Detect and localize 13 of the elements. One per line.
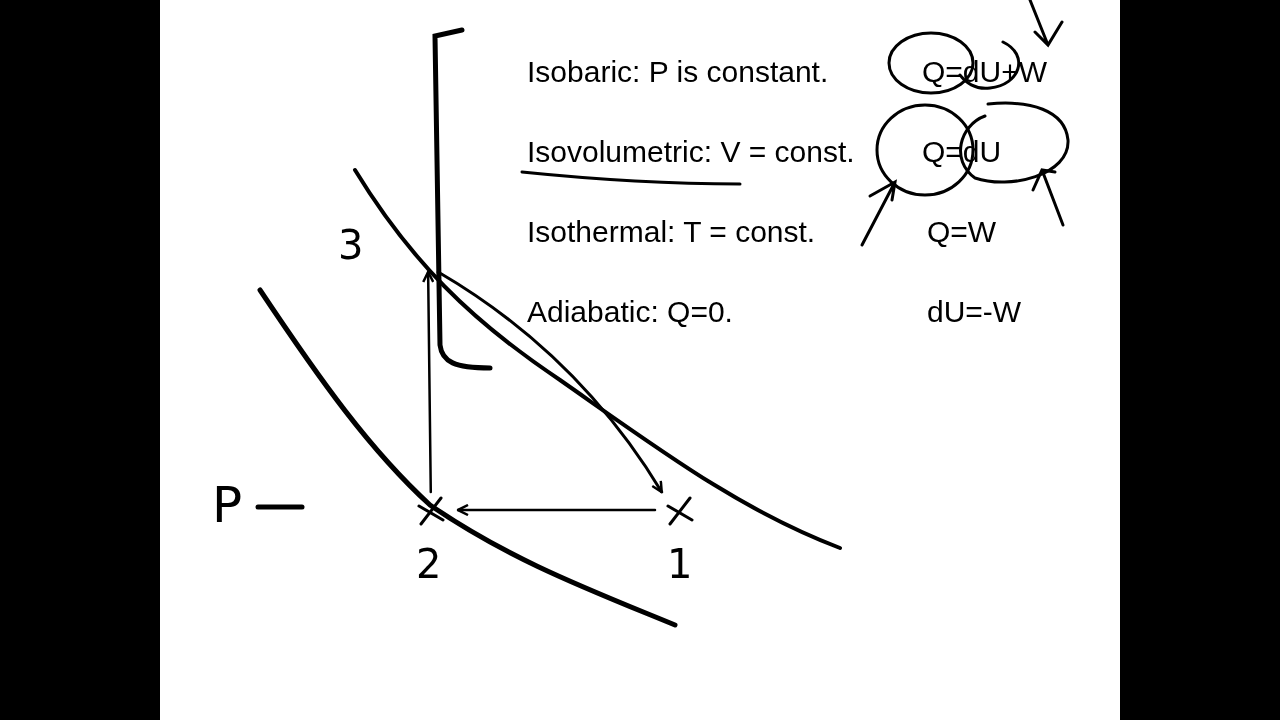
- arrow: [436, 270, 664, 494]
- definition-text: Isothermal: T = const.: [527, 215, 816, 249]
- definition-text: Isovolumetric: V = const.: [527, 135, 855, 169]
- arrow: [422, 270, 435, 494]
- state-point: 1: [655, 492, 705, 588]
- definition-text: Adiabatic: Q=0.: [527, 295, 733, 329]
- definition-text: Isobaric: P is constant.: [527, 55, 829, 89]
- state-point: 3: [336, 222, 440, 272]
- arrow: [456, 503, 657, 517]
- axis-label: P: [212, 478, 243, 532]
- equation-text: Q=W: [927, 215, 997, 249]
- state-point: 2: [404, 492, 458, 588]
- equation-text: dU=-W: [927, 295, 1022, 329]
